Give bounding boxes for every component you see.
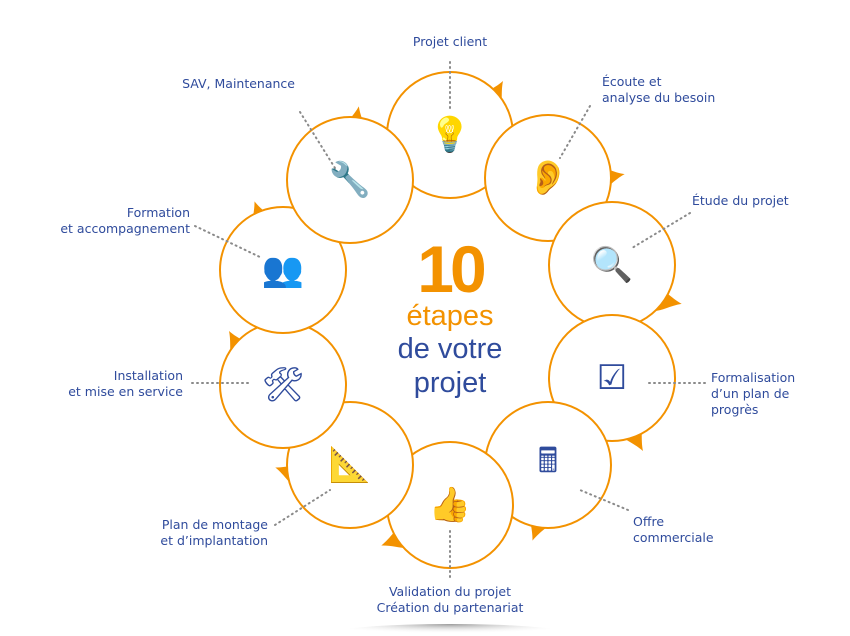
step-label-line: Plan de montage <box>161 517 268 532</box>
step-label-line: commerciale <box>633 530 714 545</box>
thumbs-up-icon: 👍 <box>420 475 480 535</box>
step-label-line: Offre <box>633 514 665 529</box>
step-label-line: d’un plan de <box>711 386 790 401</box>
training-board-icon: 👥 <box>253 240 313 300</box>
magnifier-icon: 🔍 <box>582 235 642 295</box>
wrench-hand-icon: 🔧 <box>320 150 380 210</box>
step-label-line: analyse du besoin <box>602 90 716 105</box>
lightbulb-hand-icon: 💡 <box>420 105 480 165</box>
step-label-line: et mise en service <box>68 384 183 399</box>
step-label-line: Formalisation <box>711 370 796 385</box>
step-label-3: Étude du projet <box>692 193 789 209</box>
step-label-1: Projet client <box>350 34 550 50</box>
leader-line <box>559 105 591 159</box>
step-label-line: Installation <box>113 368 183 383</box>
step-label-line: Formation <box>126 205 190 220</box>
title-line-1: étapes <box>406 300 494 332</box>
step-label-line: progrès <box>711 402 759 417</box>
steps-count: 10 <box>417 232 486 306</box>
leader-line <box>194 225 263 259</box>
calculator-document-icon: 🖩 <box>518 435 578 495</box>
step-label-line: Écoute et <box>602 74 662 89</box>
leader-line <box>274 489 331 526</box>
step-label-line: Étude du projet <box>692 193 789 208</box>
title-line-2: de votre <box>397 333 503 365</box>
blueprint-icon: 📐 <box>320 435 380 495</box>
leader-line <box>299 111 336 169</box>
step-label-line: Création du partenariat <box>376 600 524 615</box>
ear-icon: 👂 <box>518 148 578 208</box>
step-label-line: Validation du projet <box>388 584 512 599</box>
step-label-10: SAV, Maintenance <box>95 76 295 92</box>
title-line-3: projet <box>413 367 487 399</box>
step-label-line: SAV, Maintenance <box>182 76 295 91</box>
shadow <box>340 624 560 636</box>
step-label-line: et d’implantation <box>160 533 268 548</box>
leader-line <box>631 212 691 249</box>
step-label-line: Projet client <box>412 34 488 49</box>
center-title: 10 étapes de votre projet <box>370 232 530 400</box>
checklist-icon: ☑ <box>582 348 642 408</box>
tools-icon: 🛠 <box>253 355 313 415</box>
step-label-line: et accompagnement <box>60 221 190 236</box>
leader-line <box>579 489 629 511</box>
